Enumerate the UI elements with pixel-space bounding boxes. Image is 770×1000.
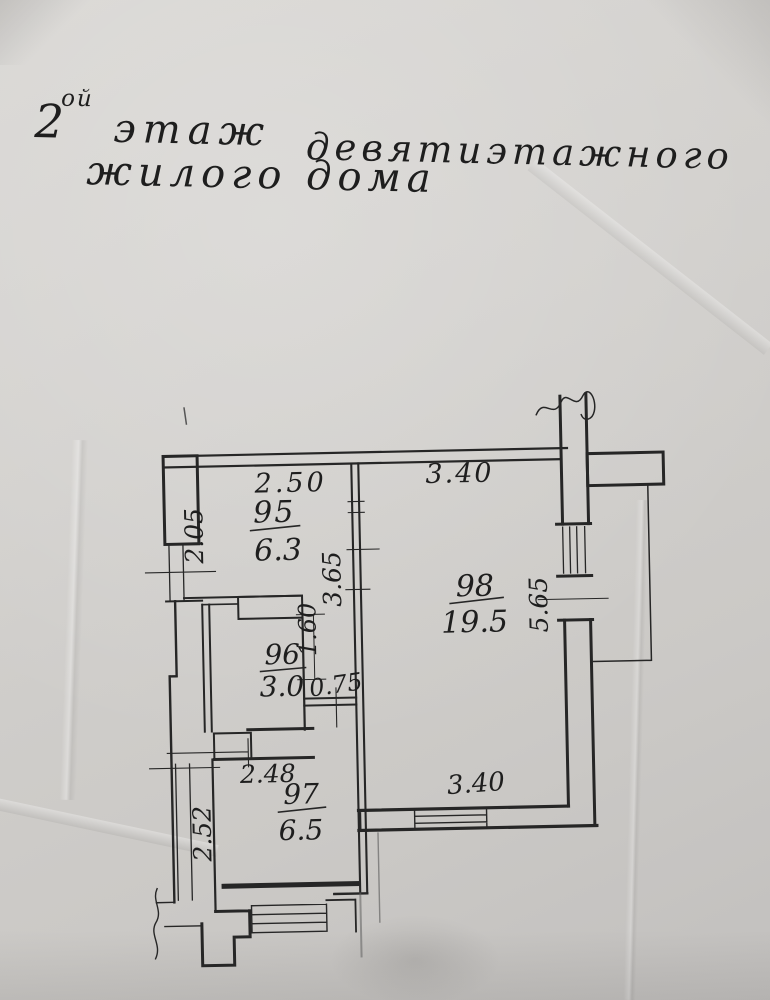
window-balcony	[555, 522, 593, 577]
dimension-tick	[335, 687, 338, 728]
room-number-underline	[449, 596, 504, 605]
building-cut-lines	[377, 832, 381, 923]
title-word-building: девятиэтажного	[306, 125, 735, 178]
wall-room97-bottom	[221, 880, 361, 889]
wall-room98-bottom	[356, 804, 599, 833]
partition-ticks	[345, 500, 380, 591]
balcony-outline	[592, 483, 653, 663]
dim-2-50: 2.50	[253, 467, 327, 500]
dim-3-65: 3.65	[317, 551, 347, 607]
wall-stub-above	[183, 407, 188, 425]
wall-porch-steps	[200, 909, 252, 968]
title-line2: жилого дома	[86, 148, 437, 202]
wall-room96-left	[201, 603, 213, 733]
break-squiggle-topright	[535, 391, 596, 421]
wall-closet-bottom	[246, 726, 315, 732]
wall-right-lower	[563, 618, 597, 828]
wall-left-mid	[168, 600, 178, 904]
dim-2-52: 2.52	[187, 806, 217, 863]
title-floor-number: 2	[33, 94, 64, 149]
window-balcony-sills	[555, 522, 595, 622]
title-handwriting: 2 ой этаж девятиэтажного жилого дома	[33, 86, 735, 203]
porch-thin-lines	[155, 901, 203, 928]
room-96-area: 3.0	[259, 670, 304, 704]
room-number-underline	[277, 806, 327, 814]
wall-corridor-075	[303, 696, 358, 707]
closet-step	[212, 731, 253, 761]
dim-3-40-top: 3.40	[425, 458, 494, 490]
wall-room96-right	[301, 616, 306, 731]
dimension-tick	[144, 570, 217, 574]
wall-room97-top	[212, 755, 315, 762]
dim-5-65: 5.65	[524, 577, 554, 633]
room-95-number: 95	[253, 495, 296, 531]
dim-1-60: 1.60	[293, 602, 322, 656]
wall-room97-left-inner	[211, 758, 217, 913]
closet-notch	[236, 594, 304, 620]
dim-2-48: 2.48	[239, 759, 296, 789]
wall-right-upper	[558, 392, 591, 526]
room-number-underline	[259, 666, 307, 673]
room-98-area: 19.5	[441, 604, 509, 640]
window-connector	[325, 898, 357, 933]
window-room97-left	[174, 763, 194, 901]
wall-top-inner	[162, 458, 563, 469]
wall-pier-topleft	[161, 454, 201, 547]
building-cut-lines	[359, 892, 363, 958]
wall-arm-topright	[585, 450, 666, 488]
window-room97-bottom	[250, 903, 328, 934]
title-floor-suffix: ой	[61, 86, 94, 113]
wall-top-outer	[161, 446, 569, 458]
room-96-number: 96	[264, 638, 300, 672]
window-room98-bottom	[413, 807, 488, 831]
title-word-floor: этаж	[113, 106, 272, 156]
dimension-line-565	[537, 597, 609, 601]
wall-sill	[165, 599, 204, 603]
wall-room95-bottom-inner	[201, 603, 239, 606]
room-97-number: 97	[283, 777, 319, 811]
dim-3-40-bottom: 3.40	[446, 767, 506, 801]
dim-2-05: 2.05	[179, 508, 209, 565]
room-97-area: 6.5	[278, 813, 323, 847]
room-number-underline	[249, 524, 301, 532]
break-squiggle-bottomleft	[153, 887, 160, 960]
dimension-line-248	[166, 738, 250, 768]
dimension-line-160	[295, 613, 327, 681]
dimension-tick	[149, 766, 221, 770]
plan-group: 95 6.3 96 3.0 97 6.5 98 19.5 2.50 3.40 2…	[144, 391, 666, 968]
plan-labels: 95 6.3 96 3.0 97 6.5 98 19.5 2.50 3.40 2…	[179, 458, 554, 863]
room-95-area: 6.3	[254, 533, 302, 569]
wall-partition-foot	[333, 892, 369, 896]
